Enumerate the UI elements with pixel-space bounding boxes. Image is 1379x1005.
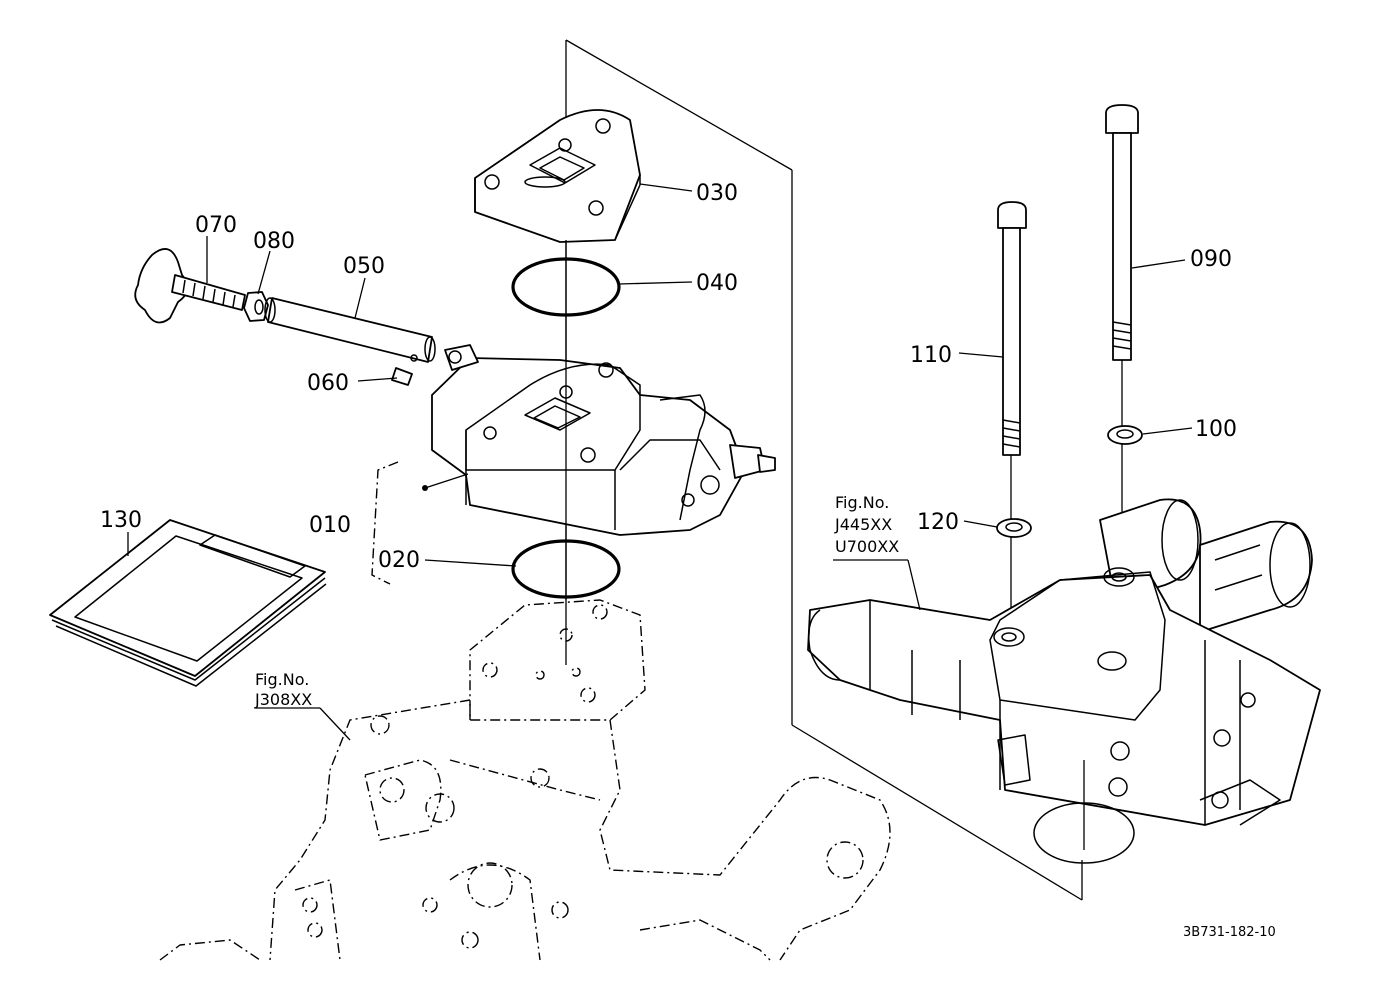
label-050[interactable]: 050 [343, 254, 385, 279]
reference-base-housing [159, 599, 891, 961]
figure-reference-right[interactable]: Fig.No. J445XX U700XX [834, 493, 899, 556]
label-060[interactable]: 060 [307, 371, 349, 396]
ref-right-line1: Fig.No. [835, 493, 889, 512]
part-130-manual[interactable] [49, 519, 327, 687]
label-110[interactable]: 110 [910, 343, 952, 368]
ref-left-line1: Fig.No. [255, 670, 309, 689]
label-090[interactable]: 090 [1190, 247, 1232, 272]
part-120-washer[interactable] [996, 518, 1032, 538]
part-010-valve-body[interactable] [431, 344, 776, 536]
label-030[interactable]: 030 [696, 181, 738, 206]
leader-lines [127, 183, 1193, 741]
ref-right-line2: J445XX [834, 515, 892, 534]
label-130[interactable]: 130 [100, 508, 142, 533]
part-060-pin[interactable] [391, 367, 413, 386]
part-080-nut[interactable] [243, 291, 269, 322]
reference-valve-assembly [807, 498, 1321, 864]
label-040[interactable]: 040 [696, 271, 738, 296]
ref-right-line3: U700XX [835, 537, 899, 556]
label-080[interactable]: 080 [253, 229, 295, 254]
part-110-bolt[interactable] [997, 201, 1027, 456]
figure-reference-left[interactable]: Fig.No. J308XX [254, 670, 312, 709]
label-020[interactable]: 020 [378, 548, 420, 573]
part-labels: 030 040 070 080 050 060 010 020 130 090 … [100, 181, 1237, 573]
ref-left-line2: J308XX [254, 690, 312, 709]
bracket-dot [422, 485, 428, 491]
part-100-washer[interactable] [1107, 425, 1143, 445]
part-070-knob-bolt[interactable] [134, 248, 246, 324]
bracket-010 [371, 461, 428, 585]
label-070[interactable]: 070 [195, 213, 237, 238]
part-050-shaft[interactable] [264, 297, 436, 363]
label-100[interactable]: 100 [1195, 417, 1237, 442]
part-090-bolt[interactable] [1105, 104, 1139, 361]
part-030-cover-plate[interactable] [474, 109, 641, 243]
label-010[interactable]: 010 [309, 513, 351, 538]
label-120[interactable]: 120 [917, 510, 959, 535]
drawing-code: 3B731-182-10 [1183, 925, 1276, 940]
